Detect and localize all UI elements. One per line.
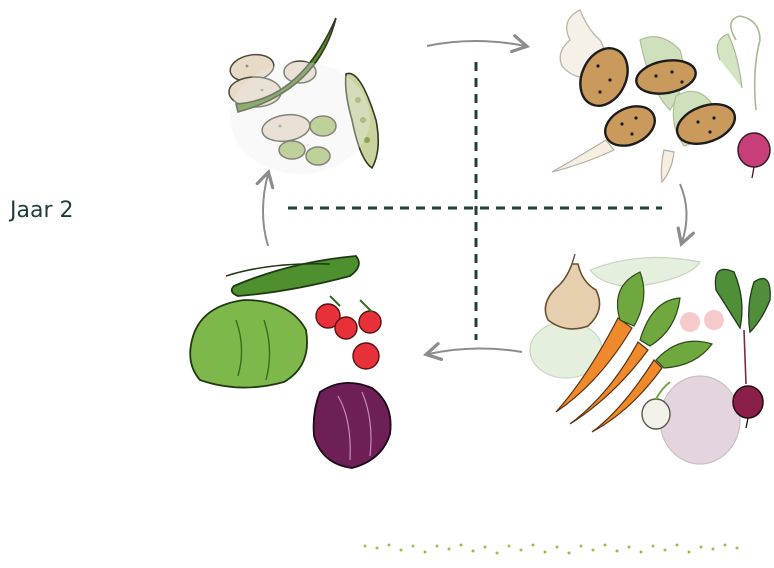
lettuce-icon (190, 300, 307, 388)
red-cabbage-icon (314, 383, 391, 468)
tomato-icon (316, 296, 381, 369)
turnip-icon (642, 382, 670, 429)
quadrant-bottom-left (190, 256, 390, 468)
arrow-left (263, 174, 268, 246)
quadrant-top-right (552, 10, 770, 182)
quadrant-bottom-right (530, 254, 770, 464)
quadrant-top-left (228, 18, 378, 174)
arrow-top (427, 41, 525, 46)
beetroot-icon (717, 16, 770, 178)
parsnip-icon (552, 140, 674, 182)
zucchini-icon (226, 256, 359, 296)
arrow-right (680, 184, 687, 242)
arrow-bottom (428, 348, 522, 354)
decorative-dots (364, 544, 739, 555)
onion-icon (545, 254, 599, 329)
